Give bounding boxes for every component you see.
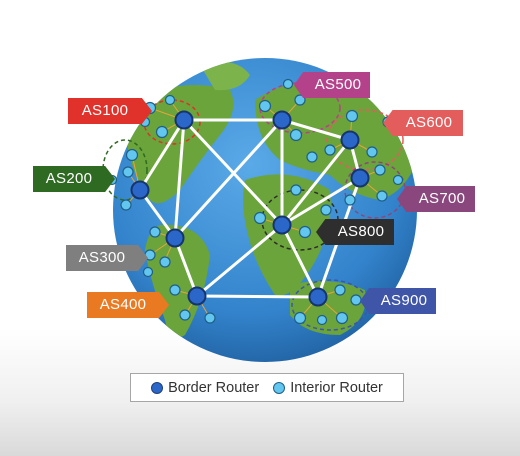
interior-router xyxy=(334,284,346,296)
interior-router xyxy=(179,309,191,321)
as100-tag: AS100 xyxy=(68,98,152,124)
legend-interior-label: Interior Router xyxy=(290,379,383,396)
interior-router xyxy=(159,256,171,268)
interior-router xyxy=(316,314,328,326)
legend-interior-router: Interior Router xyxy=(273,380,383,396)
interior-router xyxy=(204,312,216,324)
border-router-as500 xyxy=(272,110,292,130)
backbone-link xyxy=(195,223,284,298)
interior-router xyxy=(392,174,404,186)
interior-router xyxy=(374,164,386,176)
legend: Border Router Interior Router xyxy=(130,373,404,402)
interior-router xyxy=(155,125,169,139)
border-router-as800 xyxy=(272,215,292,235)
north-america-landmass xyxy=(127,85,234,204)
interior-router xyxy=(142,266,154,278)
border-router-as400 xyxy=(187,286,207,306)
interior-router xyxy=(169,284,181,296)
interior-router xyxy=(350,294,362,306)
legend-border-router: Border Router xyxy=(151,380,259,396)
border-router-as600 xyxy=(340,130,360,150)
as300-tag: AS300 xyxy=(66,245,148,271)
interior-router xyxy=(290,184,302,196)
backbone-link xyxy=(173,118,284,240)
interior-router xyxy=(149,226,161,238)
interior-router xyxy=(366,146,378,158)
interior-router xyxy=(282,78,294,90)
as200-tag: AS200 xyxy=(33,166,115,192)
interior-router xyxy=(376,190,388,202)
interior-router xyxy=(324,144,336,156)
interior-router xyxy=(293,311,307,325)
interior-router xyxy=(298,225,312,239)
backbone-link xyxy=(138,118,186,192)
border-router-swatch xyxy=(151,381,164,394)
as600-tag: AS600 xyxy=(383,110,463,136)
interior-router-swatch xyxy=(273,381,286,394)
interior-router xyxy=(345,109,359,123)
backbone-link xyxy=(195,294,320,299)
as900-tag: AS900 xyxy=(360,288,436,314)
interior-router xyxy=(344,194,356,206)
as800-tag: AS800 xyxy=(316,219,394,245)
backbone-link xyxy=(280,118,352,142)
interior-router xyxy=(164,94,176,106)
interior-router xyxy=(335,311,349,325)
as600-boundary xyxy=(326,109,404,171)
interior-router xyxy=(258,99,272,113)
interior-router xyxy=(306,151,318,163)
border-router-as900 xyxy=(308,287,328,307)
interior-router xyxy=(320,204,332,216)
as700-tag: AS700 xyxy=(397,186,475,212)
border-router-as200 xyxy=(130,180,150,200)
border-router-as700 xyxy=(350,168,370,188)
backbone-link xyxy=(173,118,186,240)
interior-routers xyxy=(106,78,404,326)
interior-router xyxy=(253,211,267,225)
legend-border-label: Border Router xyxy=(168,379,260,396)
as500-tag: AS500 xyxy=(294,72,370,98)
backbone-link xyxy=(138,188,177,240)
backbone-link xyxy=(280,138,352,227)
backbone-link xyxy=(173,236,199,298)
interior-router xyxy=(289,128,303,142)
interior-router xyxy=(294,94,306,106)
interior-router xyxy=(125,148,139,162)
as200-boundary xyxy=(102,139,148,201)
interior-router xyxy=(122,166,134,178)
border-router-as300 xyxy=(165,228,185,248)
backbone-link xyxy=(280,176,362,227)
backbone-link xyxy=(280,223,320,299)
greenland-landmass xyxy=(200,61,250,91)
as400-tag: AS400 xyxy=(87,292,169,318)
interior-router xyxy=(120,199,132,211)
border-router-as100 xyxy=(174,110,194,130)
border-routers xyxy=(130,110,370,307)
